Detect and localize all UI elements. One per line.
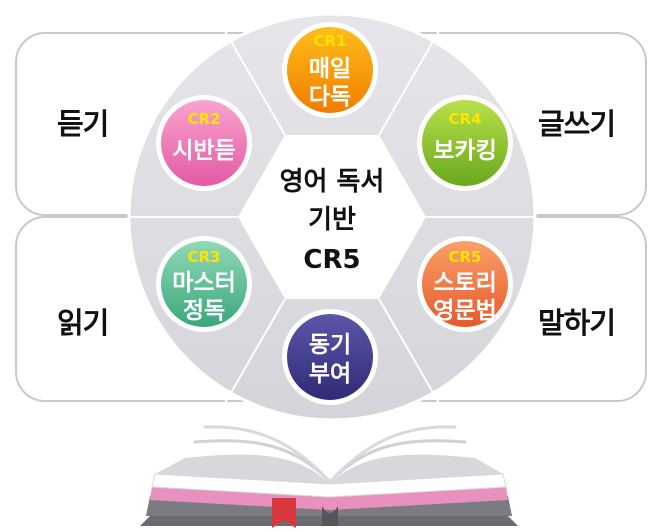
center-title-line3: CR5 bbox=[303, 245, 360, 275]
cr3-code: CR3 bbox=[188, 248, 221, 266]
cr2-circle: CR2 시반듣 bbox=[156, 95, 252, 191]
motivation-label-line1: 동기 bbox=[309, 332, 351, 358]
skill-reading: 읽기 bbox=[57, 306, 109, 340]
cr5-code: CR5 bbox=[449, 248, 482, 266]
cr3-circle: CR3 마스터 정독 bbox=[156, 236, 252, 332]
wheel-spokes bbox=[129, 30, 535, 404]
motivation-label-line2: 부여 bbox=[309, 361, 351, 387]
center-title-line1: 영어 독서 bbox=[280, 167, 385, 197]
cr3-label-line1: 마스터 bbox=[172, 270, 235, 296]
cr1-label-line2: 다독 bbox=[309, 84, 351, 110]
cr1-label-line1: 매일 bbox=[309, 56, 351, 82]
cr4-label: 보카킹 bbox=[433, 138, 496, 164]
cr4-code: CR4 bbox=[449, 110, 482, 128]
cr4-circle: CR4 보카킹 bbox=[417, 95, 513, 191]
cr3-label-line2: 정독 bbox=[183, 298, 225, 324]
skill-writing: 글쓰기 bbox=[538, 107, 616, 141]
cr1-code: CR1 bbox=[314, 32, 347, 50]
skill-speaking: 말하기 bbox=[538, 306, 616, 340]
cr2-code: CR2 bbox=[188, 110, 221, 128]
cr2-label: 시반듣 bbox=[172, 138, 235, 164]
center-hexagon bbox=[238, 135, 426, 299]
cr5-circle: CR5 스토리 영문법 bbox=[417, 236, 513, 332]
motivation-circle: 동기 부여 bbox=[282, 309, 378, 405]
cr5-label-line1: 스토리 bbox=[433, 270, 496, 296]
cr5-label-line2: 영문법 bbox=[433, 298, 496, 324]
open-book-icon bbox=[140, 425, 518, 528]
center-title-line2: 기반 bbox=[308, 205, 356, 235]
cr1-circle: CR1 매일 다독 bbox=[282, 22, 378, 118]
skill-listening: 듣기 bbox=[57, 107, 109, 141]
